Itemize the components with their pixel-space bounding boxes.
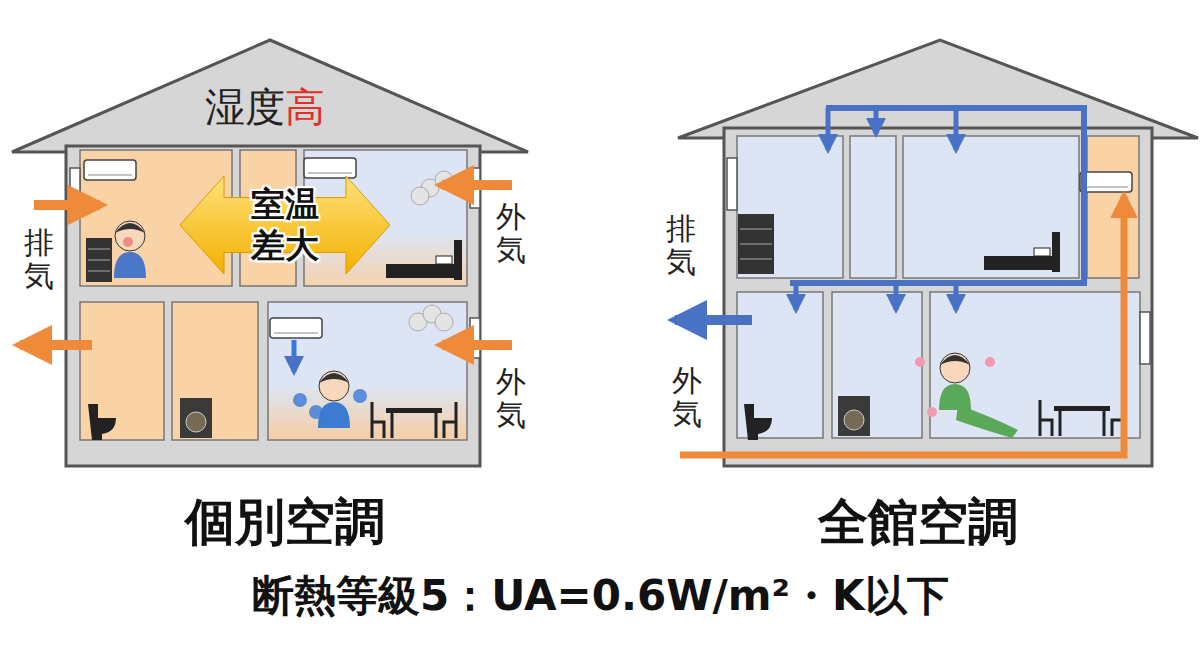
bed-pillow (1034, 248, 1050, 256)
person-legs (956, 405, 1018, 438)
double-arrow-body (180, 176, 390, 274)
exhaust-arrow (675, 315, 752, 325)
room (172, 302, 258, 440)
node-text: 室温 差大 (246, 184, 324, 266)
window (470, 318, 480, 358)
air-conditioner-vent (1084, 187, 1128, 188)
person-head (319, 371, 349, 401)
air-conditioner-vent (274, 333, 318, 334)
dresser-drawer (740, 229, 772, 230)
dresser-drawer (88, 249, 110, 250)
flower (927, 407, 937, 417)
exhaust-label: 排気 (666, 212, 696, 278)
system-heading: 全館空調 (818, 494, 1018, 552)
person-head (115, 221, 145, 251)
supply-arrow (794, 283, 799, 310)
exhaust-arrow-out (20, 340, 92, 350)
dresser (86, 238, 112, 282)
exhaust-arrow-in (34, 200, 100, 210)
window (1140, 312, 1150, 364)
humidity-high: 高 (285, 84, 325, 130)
washing-machine-door (186, 412, 206, 432)
temperature-difference-arrow: 室温 差大 (180, 176, 390, 274)
dresser (738, 214, 774, 274)
supply-arrow (826, 108, 831, 150)
hot-cheek (123, 237, 133, 247)
dresser-drawer (740, 259, 772, 260)
cold-puff (353, 389, 367, 403)
supply-arrow (954, 283, 959, 310)
system-heading: 個別空調 (185, 494, 385, 552)
caption: 断熱等級5：UA=0.6W/m²・K以下 (252, 572, 949, 620)
outside-air-label: 外気 (672, 364, 702, 430)
air-conditioner-vent (88, 175, 132, 176)
house-body (724, 128, 1152, 466)
bed-head (454, 240, 462, 280)
table-chairs (372, 402, 456, 438)
outside-air-arrow (442, 180, 512, 190)
person-body (939, 384, 971, 410)
house-roof (678, 40, 1198, 138)
house-body (66, 146, 480, 466)
air-conditioner (304, 158, 356, 178)
table-chairs (1040, 400, 1124, 436)
flower (915, 357, 925, 367)
washing-machine-door (844, 410, 864, 430)
room (850, 136, 896, 278)
person-hair (940, 355, 970, 365)
room (930, 292, 1140, 438)
room (268, 302, 467, 440)
cold-puff (309, 405, 323, 419)
person-body (318, 402, 350, 428)
room (832, 292, 922, 438)
dust-cloud (435, 313, 453, 331)
room (80, 302, 164, 440)
person-head (940, 353, 970, 383)
washing-machine (838, 396, 870, 436)
toilet (88, 404, 116, 440)
room (1087, 136, 1139, 278)
dresser-drawer (88, 260, 110, 261)
humidity-label: 湿度 (205, 84, 285, 130)
washing-machine (180, 398, 212, 438)
air-conditioner (84, 160, 136, 180)
supply-arrow (954, 108, 959, 150)
toilet (744, 404, 772, 440)
person-hair (115, 223, 145, 233)
room (737, 136, 843, 278)
bed-head (1052, 232, 1060, 272)
house-roof (12, 40, 528, 152)
cool-air-arrow (292, 340, 297, 372)
outside-air-arrow (442, 340, 512, 350)
room (903, 136, 1079, 278)
air-conditioner (270, 318, 322, 338)
bed (984, 256, 1060, 270)
window (727, 158, 737, 210)
air-conditioner-vent (308, 173, 352, 174)
dresser-drawer (740, 244, 772, 245)
table (386, 408, 442, 413)
dresser-drawer (88, 271, 110, 272)
person-hair (319, 373, 349, 383)
flower (985, 357, 995, 367)
bed (386, 264, 462, 278)
supply-arrow (894, 283, 899, 310)
person-body (114, 252, 146, 278)
table (1054, 406, 1110, 411)
outside-air-label: 外気 (496, 200, 526, 266)
cold-puff (293, 393, 307, 407)
dust-cloud (411, 187, 429, 205)
supply-duct (790, 108, 1084, 283)
supply-arrow (874, 108, 879, 134)
air-conditioner (1080, 172, 1132, 192)
bed-pillow (436, 256, 452, 264)
exhaust-label: 排気 (24, 226, 54, 292)
outside-air-duct (680, 196, 1124, 455)
outside-air-label: 外気 (496, 365, 526, 431)
